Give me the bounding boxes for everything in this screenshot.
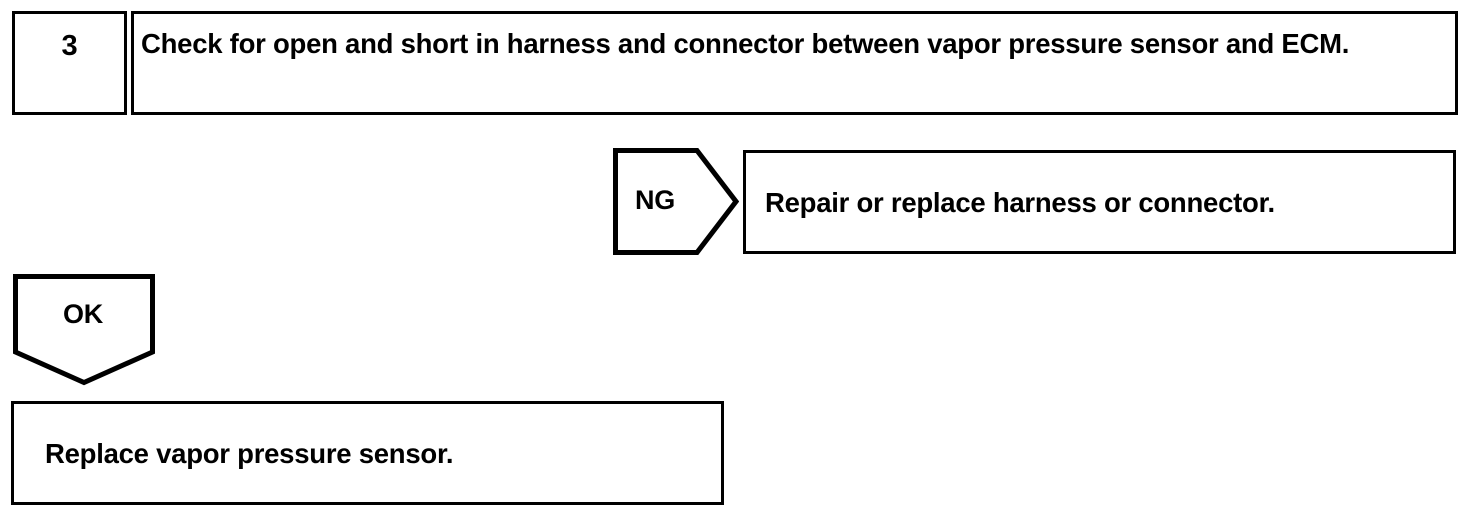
step-instruction-label: Check for open and short in harness and … — [141, 28, 1350, 59]
ng-arrow-shape-icon — [613, 148, 739, 255]
step-number-box: 3 — [12, 11, 127, 115]
ok-result-box: Replace vapor pressure sensor. — [11, 401, 724, 505]
step-instruction-box: Check for open and short in harness and … — [131, 11, 1458, 115]
ng-branch-label: NG — [634, 185, 676, 215]
ok-branch-label: OK — [62, 299, 104, 329]
ok-branch-arrow-icon — [11, 272, 157, 386]
step-number-label: 3 — [61, 30, 78, 62]
ng-branch-arrow-icon — [611, 146, 739, 258]
ng-result-box: Repair or replace harness or connector. — [743, 150, 1456, 254]
ng-result-label: Repair or replace harness or connector. — [765, 187, 1275, 218]
ok-result-label: Replace vapor pressure sensor. — [45, 438, 454, 469]
ok-arrow-shape-icon — [13, 274, 155, 386]
